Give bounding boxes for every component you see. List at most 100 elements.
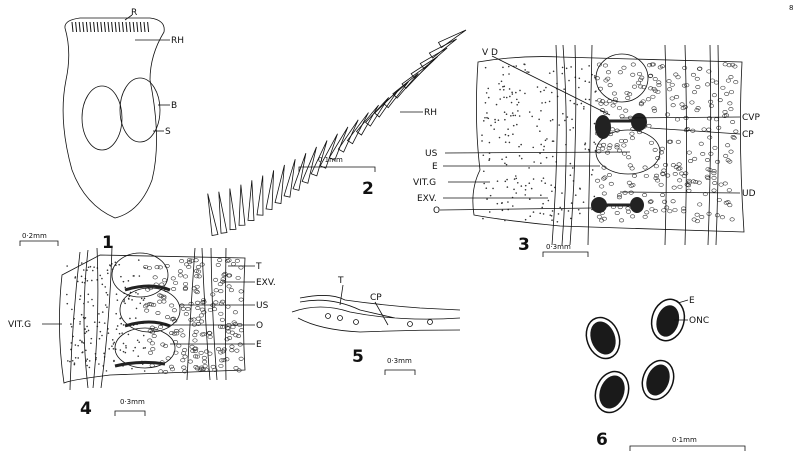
cell	[195, 300, 201, 305]
cell	[655, 178, 661, 183]
cell	[645, 97, 651, 102]
cell	[629, 131, 635, 136]
cell	[568, 79, 570, 82]
cell	[195, 316, 201, 321]
cell	[103, 352, 105, 355]
cell	[488, 159, 490, 162]
cell	[630, 214, 636, 219]
cell	[672, 171, 678, 176]
hook	[274, 164, 285, 204]
cell	[651, 106, 657, 111]
hook	[265, 170, 275, 211]
cell	[238, 289, 244, 294]
cell	[81, 341, 83, 344]
cell	[526, 71, 528, 73]
hook	[283, 159, 296, 198]
cell	[201, 298, 207, 303]
cell	[494, 121, 497, 124]
cell	[711, 175, 717, 180]
cell	[664, 205, 670, 210]
cell	[171, 331, 177, 336]
cell	[532, 146, 535, 149]
cell	[572, 167, 574, 169]
cell	[712, 181, 718, 186]
cell	[689, 100, 695, 105]
cell	[516, 181, 519, 184]
cell	[120, 275, 122, 278]
cell	[74, 344, 77, 346]
hook	[419, 47, 448, 69]
cell	[121, 332, 123, 334]
cell	[66, 302, 69, 305]
cell	[560, 208, 563, 211]
cell	[134, 346, 136, 349]
cell	[606, 146, 612, 151]
cell	[210, 292, 216, 297]
cell	[138, 275, 141, 277]
hook	[365, 97, 389, 127]
cell	[648, 199, 654, 204]
cell	[569, 129, 571, 131]
cell	[524, 184, 527, 187]
cell	[682, 65, 688, 70]
cell	[511, 205, 514, 207]
hook	[78, 21, 81, 33]
cell	[694, 212, 700, 217]
scale-label: 0·1mm	[672, 436, 697, 444]
cell	[628, 190, 634, 195]
cell	[550, 184, 553, 186]
label-exv: EXV.	[256, 278, 276, 288]
cell	[562, 112, 564, 115]
cell	[118, 263, 121, 266]
cell	[515, 192, 518, 194]
cell	[686, 150, 692, 155]
hooks-row	[207, 29, 467, 236]
cell	[584, 98, 587, 101]
cell	[170, 276, 176, 281]
cell	[504, 141, 507, 143]
cell	[230, 262, 236, 267]
cell	[497, 119, 500, 121]
cell	[488, 211, 491, 213]
cell	[203, 367, 209, 372]
cell	[561, 72, 564, 75]
cell	[515, 91, 517, 94]
cell	[77, 357, 80, 359]
cell	[677, 184, 683, 189]
cell	[550, 214, 553, 217]
cell	[587, 148, 590, 151]
cell	[516, 104, 519, 106]
cell	[512, 114, 515, 117]
cell	[192, 333, 198, 338]
cell	[696, 180, 702, 185]
cell	[669, 82, 675, 87]
cell	[631, 173, 637, 178]
cell	[129, 317, 131, 320]
cell	[608, 181, 614, 186]
cell	[199, 307, 205, 312]
cell	[543, 89, 545, 92]
cell	[137, 355, 140, 357]
cell	[665, 112, 671, 117]
cell	[505, 96, 508, 99]
cell	[528, 111, 531, 113]
cell	[539, 212, 542, 215]
cell	[701, 127, 707, 132]
label-vd: V D	[482, 48, 498, 58]
cell	[697, 202, 703, 207]
cell	[520, 157, 523, 160]
cell	[556, 220, 559, 223]
cell	[527, 71, 530, 74]
cell	[124, 302, 126, 305]
cell	[132, 349, 135, 352]
cell	[584, 148, 587, 150]
hook	[229, 188, 237, 231]
cell	[647, 63, 653, 68]
cell	[570, 202, 573, 204]
cell	[142, 334, 145, 337]
cell	[640, 99, 646, 104]
cell	[186, 258, 192, 263]
cell	[499, 98, 502, 100]
cell	[610, 103, 616, 108]
cell	[87, 301, 89, 303]
